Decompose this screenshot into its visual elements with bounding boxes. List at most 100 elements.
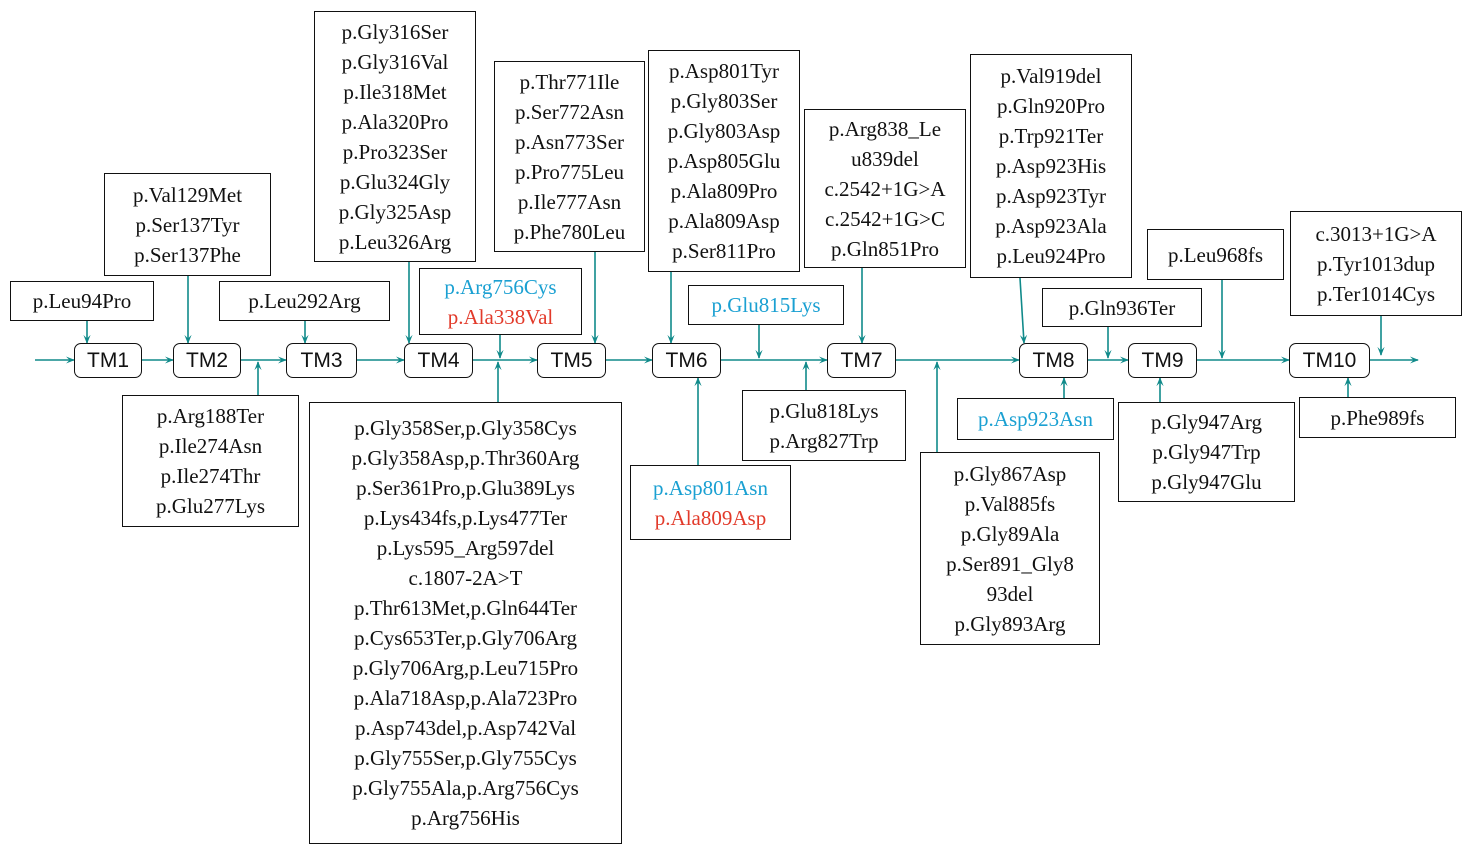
mutation-label: p.Pro323Ser <box>342 139 448 164</box>
mutation-box-tm4-tm5-top: p.Arg756Cys p.Ala338Val <box>419 268 582 335</box>
mutation-label: p.Ser137Phe <box>134 242 241 267</box>
mutation-label: p.Asp801Tyr <box>669 59 779 83</box>
mutation-label: p.Lys434fs,p.Lys477Ter <box>363 506 568 530</box>
mutation-label: p.Thr613Met,p.Gln644Ter <box>353 596 578 620</box>
mutation-label: p.Gly706Arg,p.Leu715Pro <box>352 656 579 680</box>
mutation-label: p.Gly947Arg <box>1150 410 1263 434</box>
mutation-label: p.Val129Met <box>132 182 243 207</box>
mutation-label: p.Ala338Val <box>447 304 554 329</box>
mutation-label: p.Ser811Pro <box>672 239 776 263</box>
connector-tm8-top <box>1019 277 1028 344</box>
mutation-label: p.Trp921Ter <box>998 124 1104 148</box>
mutation-box-tm6-tm7-top: p.Glu815Lys <box>688 285 844 325</box>
mutation-label: p.Gly755Ala,p.Arg756Cys <box>352 776 579 800</box>
mutation-label: p.Arg756Cys <box>444 274 557 299</box>
domain-tm2: TM2 <box>173 343 241 378</box>
mutation-label: p.Arg827Trp <box>769 428 879 453</box>
mutation-label: p.Asp923Tyr <box>996 184 1106 208</box>
mutation-label: p.Asp923Ala <box>995 214 1107 238</box>
mutation-label: p.Leu292Arg <box>248 289 361 313</box>
mutation-box-tm10-bottom: p.Phe989fs <box>1299 397 1456 438</box>
mutation-label: p.Val885fs <box>964 491 1056 516</box>
mutation-box-tm8-bottom: p.Asp923Asn <box>957 398 1114 440</box>
mutation-box-tm2-top: p.Val129Met p.Ser137Tyr p.Ser137Phe <box>104 173 271 276</box>
mutation-label: p.Glu818Lys <box>769 398 879 423</box>
mutation-label: p.Arg188Ter <box>156 404 265 428</box>
mutation-label: p.Arg756His <box>411 806 520 830</box>
mutation-label: p.Ala718Asp,p.Ala723Pro <box>353 686 578 710</box>
domain-tm9: TM9 <box>1128 343 1197 378</box>
mutation-box-tm6-bottom: p.Asp801Asn p.Ala809Asp <box>630 465 791 540</box>
mutation-label: p.Gly316Ser <box>341 19 449 44</box>
mutation-label: p.Tyr1013dup <box>1316 251 1436 276</box>
mutation-label: p.Leu326Arg <box>338 229 452 254</box>
mutation-label: p.Arg838_Le <box>828 116 942 141</box>
mutation-label: p.Asp801Asn <box>653 475 768 500</box>
mutation-box-tm2-tm3-bottom: p.Arg188Ter p.Ile274Asn p.Ile274Thr p.Glu27… <box>122 395 299 527</box>
mutation-label: p.Gly893Arg <box>954 611 1066 636</box>
domain-tm6: TM6 <box>652 343 721 378</box>
mutation-box-tm6-tm7-bottom: p.Glu818Lys p.Arg827Trp <box>742 390 906 461</box>
mutation-label: p.Gly89Ala <box>960 521 1060 546</box>
domain-tm1: TM1 <box>74 343 142 378</box>
domain-tm5: TM5 <box>537 343 606 378</box>
mutation-label: p.Gly358Ser,p.Gly358Cys <box>354 416 577 440</box>
mutation-box-tm6-top: p.Asp801Tyr p.Gly803Ser p.Gly803Asp p.Asp80… <box>648 50 800 272</box>
mutation-label: p.Phe989fs <box>1330 405 1425 430</box>
mutation-label: p.Lys595_Arg597del <box>376 536 555 560</box>
mutation-label: p.Gly803Asp <box>667 119 781 143</box>
mutation-label: p.Pro775Leu <box>514 159 625 184</box>
mutation-label: c.2542+1G>C <box>825 206 945 231</box>
mutation-label: p.Ile777Asn <box>517 189 622 214</box>
mutation-label: p.Leu924Pro <box>996 244 1106 268</box>
mutation-label: p.Ser891_Gly8 <box>946 551 1074 576</box>
mutation-box-tm9-tm10-top: p.Leu968fs <box>1147 229 1284 280</box>
mutation-label: 93del <box>986 581 1034 606</box>
mutation-label: p.Ile274Asn <box>158 434 263 458</box>
mutation-label: p.Glu277Lys <box>155 494 266 518</box>
mutation-box-tm5-top: p.Thr771Ile p.Ser772Asn p.Asn773Ser p.Pro77… <box>494 61 645 252</box>
mutation-box-tm8-tm9-top: p.Gln936Ter <box>1042 288 1202 327</box>
domain-tm7: TM7 <box>827 343 896 378</box>
mutation-label: p.Gly325Asp <box>338 199 452 224</box>
domain-tm10: TM10 <box>1289 343 1370 378</box>
mutation-label: p.Ter1014Cys <box>1316 281 1436 306</box>
mutation-label: p.Ile274Thr <box>160 464 261 488</box>
mutation-label: p.Ser137Tyr <box>135 212 240 237</box>
mutation-label: p.Leu94Pro <box>32 289 132 313</box>
mutation-label: p.Asp805Glu <box>667 149 781 173</box>
mutation-label: p.Gln851Pro <box>831 236 939 261</box>
mutation-label: p.Gly358Asp,p.Thr360Arg <box>351 446 580 470</box>
mutation-label: p.Ala809Asp <box>668 209 780 233</box>
mutation-label: p.Ala809Asp <box>654 505 767 530</box>
mutation-label: p.Gln936Ter <box>1068 295 1176 320</box>
mutation-box-tm7-tm8-bottom: p.Gly867Asp p.Val885fs p.Gly89Ala p.Ser891_… <box>920 452 1100 645</box>
mutation-label: c.3013+1G>A <box>1315 221 1437 246</box>
mutation-label: p.Gly316Val <box>341 49 449 74</box>
mutation-box-tm3-top: p.Leu292Arg <box>219 281 390 321</box>
mutation-label: p.Gly867Asp <box>953 461 1067 486</box>
mutation-label: p.Gln920Pro <box>997 94 1105 118</box>
mutation-label: p.Asn773Ser <box>514 129 625 154</box>
mutation-label: p.Ala809Pro <box>670 179 778 203</box>
mutation-label: p.Glu324Gly <box>339 169 451 194</box>
mutation-box-tm4-tm5-bottom: p.Gly358Ser,p.Gly358Cys p.Gly358Asp,p.Thr… <box>309 402 622 844</box>
mutation-label: p.Gly947Glu <box>1151 470 1262 494</box>
mutation-label: p.Asp923Asn <box>978 407 1093 431</box>
mutation-label: p.Cys653Ter,p.Gly706Arg <box>353 626 578 650</box>
mutation-label: u839del <box>851 146 919 171</box>
mutation-box-tm10-top: c.3013+1G>A p.Tyr1013dup p.Ter1014Cys <box>1290 211 1462 316</box>
domain-tm4: TM4 <box>404 343 473 378</box>
mutation-label: p.Gly755Ser,p.Gly755Cys <box>354 746 577 770</box>
mutation-label: p.Ser772Asn <box>514 99 625 124</box>
mutation-label: p.Asp743del,p.Asp742Val <box>354 716 577 740</box>
mutation-label: p.Thr771Ile <box>519 69 620 94</box>
mutation-label: p.Gly803Ser <box>670 89 778 113</box>
mutation-label: p.Ser361Pro,p.Glu389Lys <box>356 476 575 500</box>
mutation-label: p.Leu968fs <box>1167 242 1264 267</box>
mutation-label: p.Ile318Met <box>343 79 447 104</box>
mutation-label: p.Gly947Trp <box>1152 440 1261 464</box>
